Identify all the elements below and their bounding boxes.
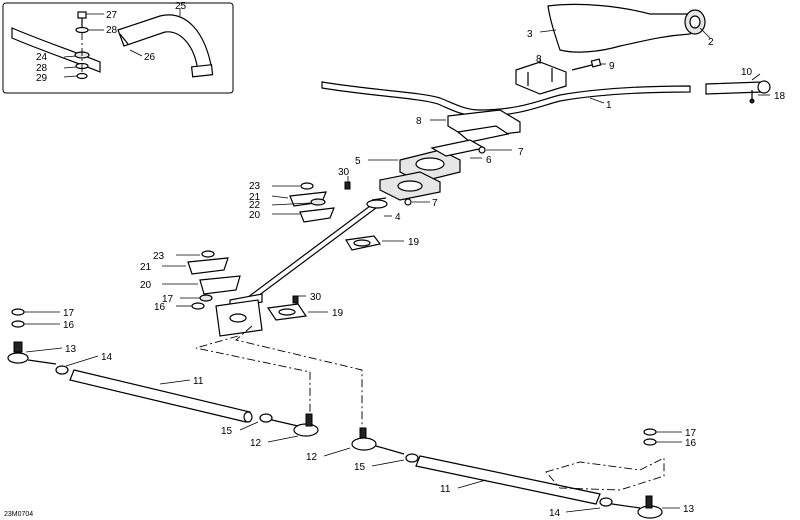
callout-20: 20: [249, 210, 261, 221]
callout-27: 27: [106, 10, 118, 21]
callout-25: 25: [175, 1, 187, 12]
diagram-code: 23M0704: [4, 511, 33, 518]
callout-10: 10: [741, 67, 753, 78]
assembly-lines: [195, 325, 363, 432]
callout-26: 26: [144, 52, 156, 63]
callout-19: 19: [332, 308, 344, 319]
left-tie-rod: [7, 308, 319, 443]
grip-assembly: [539, 3, 711, 53]
callout-12: 12: [306, 452, 318, 463]
right-tie-rod: [323, 427, 682, 519]
callout-6: 6: [486, 155, 492, 166]
callout-16: 16: [685, 438, 697, 449]
callout-15: 15: [221, 426, 233, 437]
callout-15: 15: [354, 462, 366, 473]
callout-30: 30: [338, 167, 350, 178]
callout-24: 24: [36, 52, 48, 63]
callout-7: 7: [518, 147, 524, 158]
callout-8: 8: [416, 116, 422, 127]
upper-clamp: [515, 58, 606, 95]
callout-28: 28: [106, 25, 118, 36]
callout-11: 11: [193, 376, 204, 387]
callout-8: 8: [536, 54, 542, 65]
callout-11: 11: [440, 484, 451, 495]
callout-16: 16: [154, 302, 166, 313]
upper-clip: [344, 176, 404, 251]
callout-21: 21: [249, 192, 261, 203]
callout-22: 22: [249, 200, 261, 211]
callout-17: 17: [685, 428, 697, 439]
lower-clip: [266, 295, 328, 321]
callout-19: 19: [408, 237, 420, 248]
callout-23: 23: [153, 251, 165, 262]
callout-28: 28: [36, 63, 48, 74]
callout-13: 13: [65, 344, 77, 355]
callout-21: 21: [140, 262, 152, 273]
callout-1: 1: [606, 100, 612, 111]
handlebar: [321, 73, 771, 117]
callout-4: 4: [395, 212, 401, 223]
callout-7: 7: [432, 198, 438, 209]
upper-bushings: [271, 182, 335, 223]
callout-labels: 27 28 25 26 24 28 29 3 2 8 9 10 18 1 8 7…: [4, 1, 786, 519]
callout-20: 20: [140, 280, 152, 291]
callout-17: 17: [162, 294, 174, 305]
riser-block: [368, 109, 521, 206]
callout-14: 14: [101, 352, 113, 363]
callout-13: 13: [683, 504, 695, 515]
callout-23: 23: [249, 181, 261, 192]
callout-18: 18: [774, 91, 786, 102]
callout-14: 14: [549, 508, 561, 519]
callout-16: 16: [63, 320, 75, 331]
lower-bushings: [162, 250, 241, 310]
callout-17: 17: [63, 308, 75, 319]
callout-30: 30: [310, 292, 322, 303]
callout-5: 5: [355, 156, 361, 167]
callout-9: 9: [609, 61, 615, 72]
callout-12: 12: [250, 438, 262, 449]
callout-3: 3: [527, 29, 533, 40]
inset-detail: [2, 2, 234, 94]
callout-29: 29: [36, 73, 48, 84]
callout-2: 2: [708, 37, 714, 48]
